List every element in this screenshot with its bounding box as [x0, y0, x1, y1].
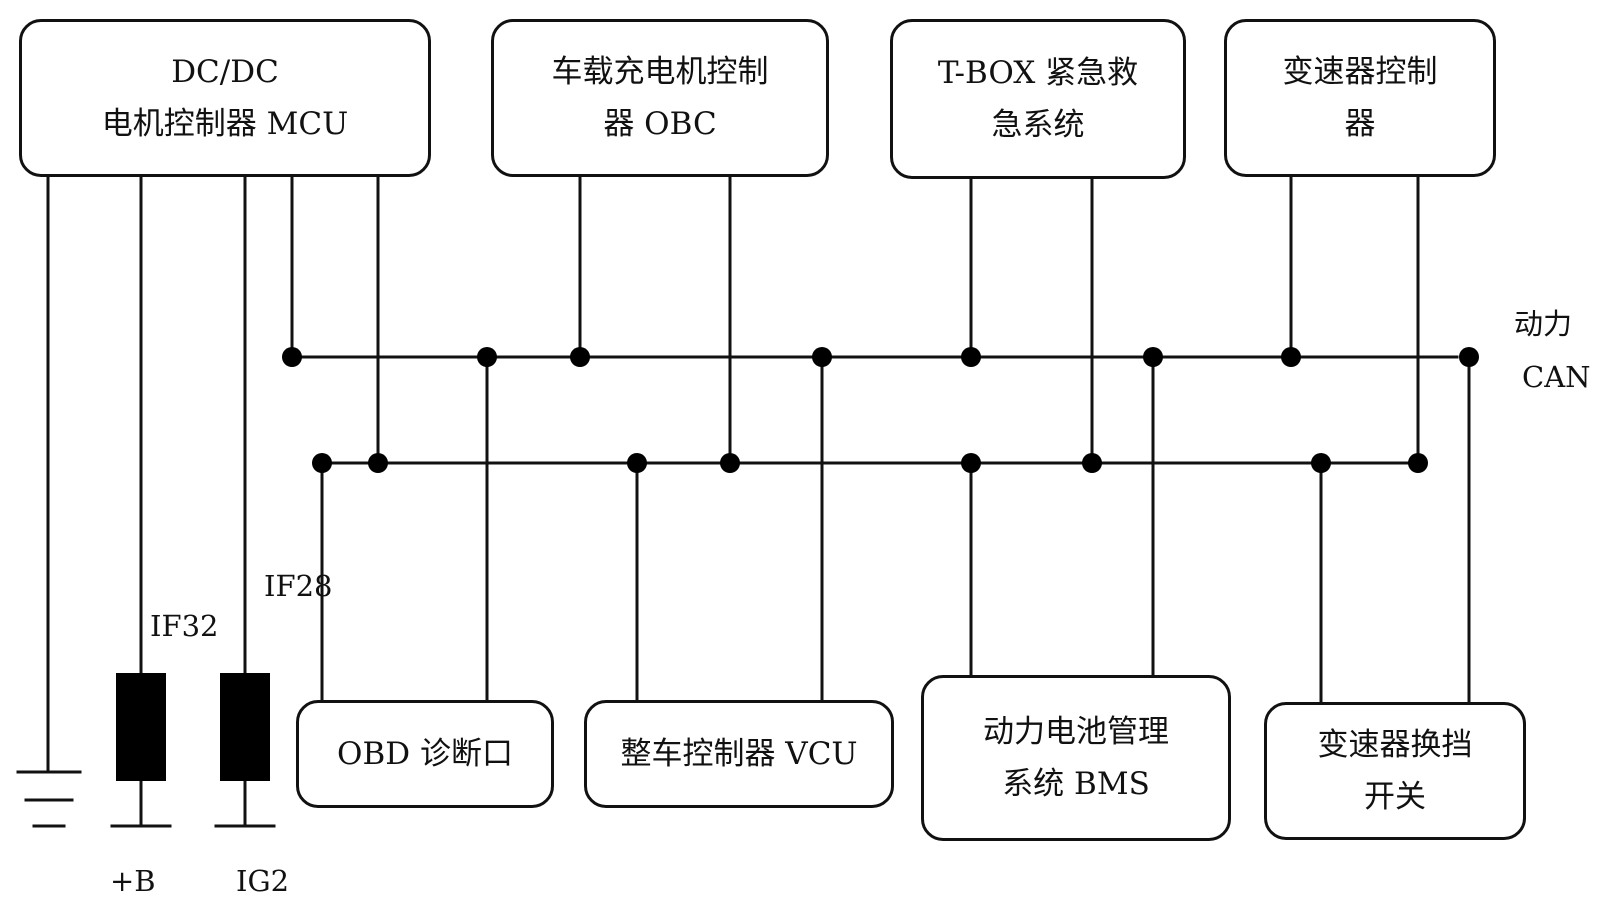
tbox-module: T-BOX 紧急救 急系统 — [890, 19, 1186, 179]
fuse-if32-label: IF32 — [150, 609, 219, 643]
junction-dot — [1311, 453, 1331, 473]
vcu-module-label: 整车控制器 VCU — [620, 736, 858, 772]
b-plus-terminal-label: +B — [110, 864, 156, 898]
obc-module: 车载充电机控制 器 OBC — [491, 19, 829, 177]
tcu-module-line1: 变速器控制 — [1282, 54, 1438, 90]
bms-module: 动力电池管理 系统 BMS — [921, 675, 1231, 841]
vcu-module: 整车控制器 VCU — [584, 700, 894, 808]
obc-module-line2: 器 OBC — [603, 106, 717, 142]
shifter-module: 变速器换挡 开关 — [1264, 702, 1526, 840]
mcu-module-line2: 电机控制器 MCU — [101, 106, 349, 142]
junction-dot — [368, 453, 388, 473]
junction-dot — [961, 347, 981, 367]
junction-dot — [1408, 453, 1428, 473]
fuse-if28-label: IF28 — [264, 569, 333, 603]
power-can-label-line1: 动力 — [1514, 307, 1573, 341]
junction-dot — [961, 453, 981, 473]
junction-dot — [477, 347, 497, 367]
tbox-module-line2: 急系统 — [991, 107, 1085, 143]
bms-module-line1: 动力电池管理 — [983, 714, 1169, 750]
obc-module-line1: 车载充电机控制 — [551, 54, 769, 90]
power-can-label-line2: CAN — [1522, 360, 1591, 394]
mcu-module-line1: DC/DC — [171, 54, 279, 90]
fuse-if28 — [220, 673, 270, 781]
junction-dot — [812, 347, 832, 367]
junction-dot — [1143, 347, 1163, 367]
junction-dot — [282, 347, 302, 367]
shifter-module-line2: 开关 — [1364, 779, 1426, 815]
shifter-module-line1: 变速器换挡 — [1317, 727, 1473, 763]
mcu-module: DC/DC 电机控制器 MCU — [19, 19, 431, 177]
junction-dot — [1459, 347, 1479, 367]
junction-dot — [627, 453, 647, 473]
ig2-terminal-label: IG2 — [236, 864, 290, 898]
junction-dot — [1281, 347, 1301, 367]
junction-dot — [312, 453, 332, 473]
bms-module-line2: 系统 BMS — [1002, 766, 1150, 802]
tcu-module-line2: 器 — [1344, 106, 1376, 142]
junction-dot — [1082, 453, 1102, 473]
tcu-module: 变速器控制 器 — [1224, 19, 1496, 177]
junction-dot — [720, 453, 740, 473]
fuse-if32 — [116, 673, 166, 781]
junction-dot — [570, 347, 590, 367]
obd-port-label: OBD 诊断口 — [337, 736, 513, 772]
obd-port: OBD 诊断口 — [296, 700, 554, 808]
tbox-module-line1: T-BOX 紧急救 — [937, 55, 1139, 91]
